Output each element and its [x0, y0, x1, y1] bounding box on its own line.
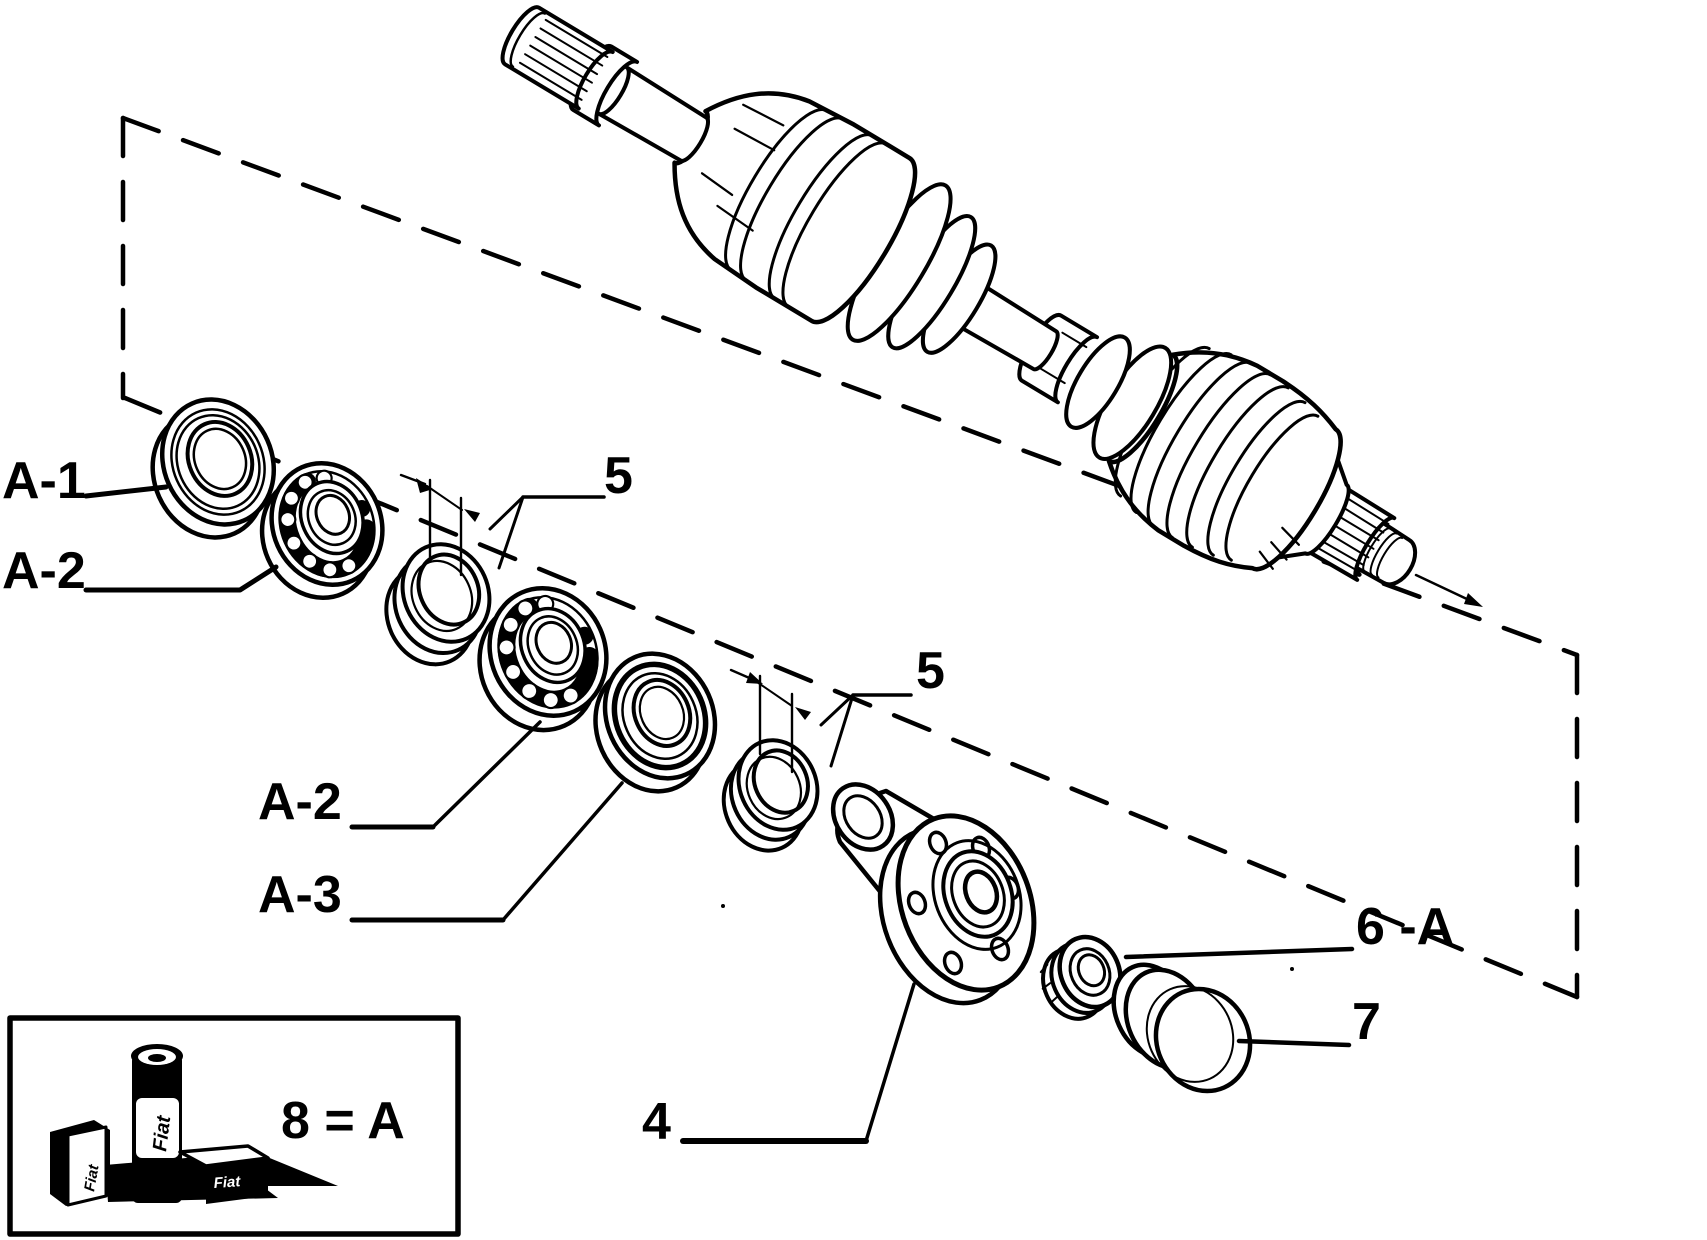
- label-a2-upper: A-2: [2, 542, 86, 600]
- label-4: 4: [642, 1093, 671, 1151]
- leader-7: [1236, 1038, 1352, 1048]
- leader-lines: [83, 484, 1355, 1144]
- leader-4-d: [864, 982, 916, 1143]
- measure-arrow-icon: [464, 509, 480, 522]
- bearing-a2-lower: [477, 586, 609, 733]
- wheel-hub: [830, 782, 1037, 1006]
- dust-cap: [1111, 962, 1253, 1094]
- label-6a: 6 -A: [1356, 898, 1455, 956]
- brand-text-box-right: Fiat: [213, 1173, 242, 1192]
- seal-a1: [150, 397, 277, 540]
- spacer-ring-upper: [384, 542, 492, 667]
- label-5-lower: 5: [916, 642, 945, 700]
- bearing-a2-upper: [259, 461, 385, 601]
- leader-6a: [1123, 946, 1355, 960]
- label-a2-lower: A-2: [258, 773, 342, 831]
- measure-callout-lower: [729, 668, 913, 774]
- print-dot: [721, 904, 725, 908]
- brand-text-tube: Fiat: [149, 1113, 175, 1152]
- leader-a1: [83, 484, 169, 499]
- measure-callout-upper: [399, 473, 606, 577]
- label-a1: A-1: [2, 452, 86, 510]
- legend-box: Fiat Fiat Fiat: [7, 1015, 461, 1237]
- print-dot: [1290, 967, 1294, 971]
- label-5-upper: 5: [604, 447, 633, 505]
- leader-a2-lower-d: [431, 720, 542, 829]
- legend-equation: 8 = A: [281, 1092, 405, 1150]
- leader-a2-upper: [83, 564, 279, 593]
- label-a3: A-3: [258, 866, 342, 924]
- measure-arrow-icon: [746, 672, 763, 684]
- label-7: 7: [1352, 993, 1381, 1051]
- spacer-ring-lower: [721, 738, 820, 853]
- measure-arrow-icon: [416, 478, 433, 493]
- axis-arrow-icon: [1414, 573, 1483, 607]
- measure-arrow-icon: [795, 707, 811, 720]
- brand-text-box-left: Fiat: [81, 1162, 103, 1192]
- drive-shaft: [500, 5, 1418, 587]
- seal-a3: [593, 651, 718, 794]
- leader-a3-d: [501, 781, 624, 922]
- fiat-products-illustration: Fiat Fiat Fiat: [50, 1044, 338, 1207]
- hub-nut: [1039, 934, 1123, 1021]
